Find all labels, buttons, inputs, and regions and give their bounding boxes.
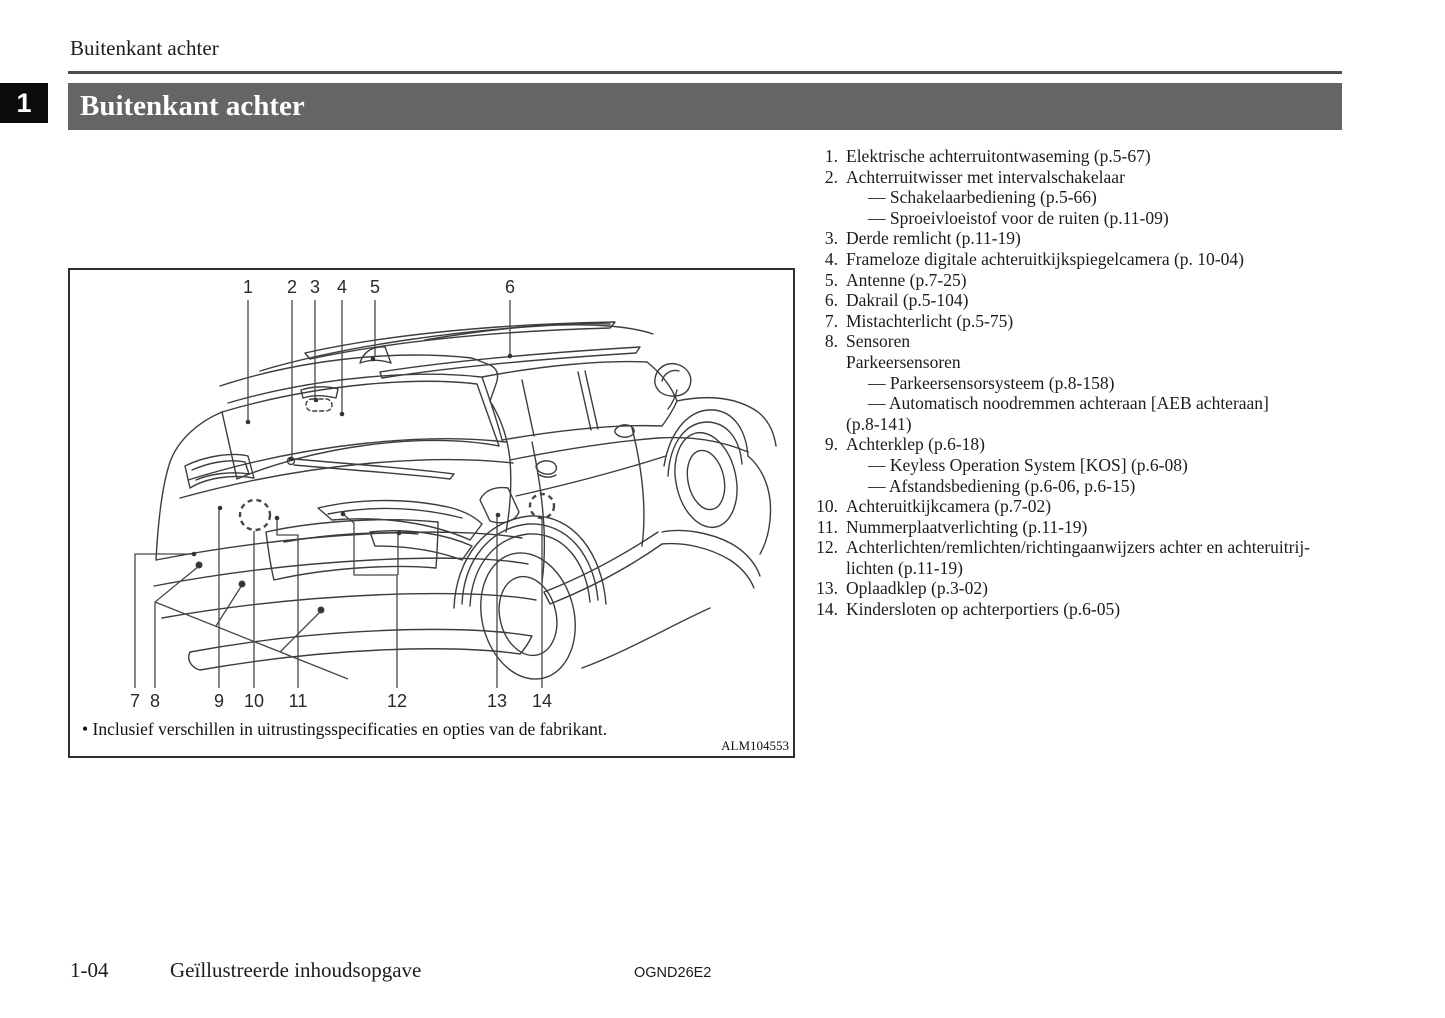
callout-11: 11 [288, 691, 308, 711]
list-item-7: 7. Mistachterlicht (p.5-75) [810, 311, 1355, 332]
callout-13: 13 [486, 691, 508, 711]
list-item-text: Achterlichten/remlichten/richtingaanwijz… [846, 537, 1311, 558]
list-item-text: Sensoren [846, 331, 911, 352]
callout-4: 4 [336, 277, 348, 297]
callout-1: 1 [242, 277, 254, 297]
list-item-text: Nummerplaatverlichting (p.11-19) [846, 516, 1088, 537]
list-item-3: 3. Derde remlicht (p.11-19) [810, 228, 1355, 249]
list-item-number: 1. [824, 146, 838, 166]
list-item-number: 12. [816, 537, 838, 558]
parts-list: 1. Elektrische achterruitontwaseming (p.5… [810, 146, 1355, 620]
list-item-11: 11. Nummerplaatverlichting (p.11-19) [810, 517, 1355, 538]
callout-8: 8 [149, 691, 161, 711]
list-item-text: Mistachterlicht (p.5-75) [846, 310, 1014, 331]
list-item-subline: — Automatisch noodremmen achteraan [AEB … [868, 393, 1269, 414]
list-item-subline: Parkeersensoren [846, 351, 961, 372]
callout-12: 12 [386, 691, 408, 711]
list-item-text: Dakrail (p.5-104) [846, 290, 969, 311]
list-item-9: 9. Achterklep (p.6-18)— Keyless Operation… [810, 434, 1355, 496]
figure-caption: • Inclusief verschillen in uitrustingssp… [82, 719, 608, 739]
callout-6: 6 [504, 277, 516, 297]
callout-3: 3 [309, 277, 321, 297]
list-item-12: 12. Achterlichten/remlichten/richtingaanw… [810, 537, 1355, 578]
list-item-number: 5. [824, 269, 838, 290]
list-item-number: 4. [824, 248, 838, 269]
list-item-subline: — Afstandsbediening (p.6-06, p.6-15) [868, 475, 1136, 496]
list-item-5: 5. Antenne (p.7-25) [810, 270, 1355, 291]
list-item-number: 13. [816, 578, 838, 599]
list-item-1: 1. Elektrische achterruitontwaseming (p.5… [810, 146, 1355, 167]
list-item-number: 11. [816, 516, 838, 537]
list-item-number: 14. [816, 599, 838, 620]
list-item-14: 14. Kindersloten op achterportiers (p.6-0… [810, 599, 1355, 620]
footer-doc-code: OGND26E2 [634, 965, 712, 981]
callout-7: 7 [129, 691, 141, 711]
footer-section-title: Geïllustreerde inhoudsopgave [170, 958, 422, 982]
list-item-2: 2. Achterruitwisser met intervalschakelaa… [810, 167, 1355, 229]
list-item-text: Achteruitkijkcamera (p.7-02) [846, 496, 1052, 517]
list-item-subline: — Keyless Operation System [KOS] (p.6-08… [868, 454, 1188, 475]
callout-2: 2 [286, 277, 298, 297]
header-rule [68, 71, 1342, 74]
list-item-text: Achterklep (p.6-18) [846, 434, 985, 455]
list-item-10: 10. Achteruitkijkcamera (p.7-02) [810, 496, 1355, 517]
section-title-bar: Buitenkant achter [68, 83, 1342, 130]
list-item-number: 6. [824, 290, 838, 311]
chapter-number: 1 [16, 87, 32, 118]
list-item-text: Frameloze digitale achteruitkijkspiegelc… [846, 248, 1244, 269]
chapter-tab: 1 [0, 83, 48, 123]
footer-page-number: 1-04 [70, 958, 109, 982]
callout-9: 9 [213, 691, 225, 711]
car-illustration [134, 300, 777, 688]
list-item-number: 3. [824, 228, 838, 249]
list-item-number: 9. [824, 434, 838, 455]
list-item-text: Derde remlicht (p.11-19) [846, 228, 1021, 249]
list-item-subline: (p.8-141) [846, 413, 912, 434]
figure-code: ALM104553 [721, 738, 789, 753]
list-item-number: 7. [824, 310, 838, 331]
callout-14: 14 [531, 691, 553, 711]
callout-5: 5 [369, 277, 381, 297]
list-item-text: Elektrische achterruitontwaseming (p.5-6… [846, 146, 1151, 166]
list-item-text: Antenne (p.7-25) [846, 269, 967, 290]
list-item-text: Achterruitwisser met intervalschakelaar [846, 166, 1125, 187]
list-item-number: 10. [816, 496, 838, 517]
list-item-number: 8. [824, 331, 838, 352]
list-item-subline: — Parkeersensorsysteem (p.8-158) [868, 372, 1115, 393]
section-title: Buitenkant achter [80, 90, 305, 122]
list-item-text: Oplaadklep (p.3-02) [846, 578, 988, 599]
list-item-text: Kindersloten op achterportiers (p.6-05) [846, 599, 1121, 620]
list-item-6: 6. Dakrail (p.5-104) [810, 290, 1355, 311]
list-item-number: 2. [824, 166, 838, 187]
list-item-subline: — Sproeivloeistof voor de ruiten (p.11-0… [868, 207, 1169, 228]
list-item-4: 4. Frameloze digitale achteruitkijkspiege… [810, 249, 1355, 270]
list-item-subline: — Schakelaarbediening (p.5-66) [868, 187, 1097, 208]
callout-10: 10 [243, 691, 265, 711]
list-item-13: 13. Oplaadklep (p.3-02) [810, 578, 1355, 599]
list-item-subline: lichten (p.11-19) [846, 557, 963, 578]
running-title: Buitenkant achter [70, 36, 219, 60]
